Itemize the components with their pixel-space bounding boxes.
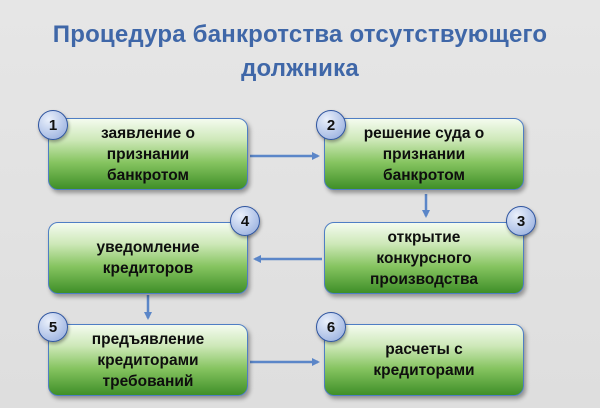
step-text-2: решение суда о признании банкротом [363, 124, 485, 184]
step-text-5: предъявление кредиторами требований [91, 330, 205, 390]
page-title: Процедура банкротства отсутствующего дол… [52, 21, 548, 82]
step-box-3: открытие конкурсного производства [324, 222, 524, 294]
step-number-badge-3: 3 [506, 206, 536, 236]
step-text-4: уведомление кредиторов [96, 239, 200, 277]
step-box-4: уведомление кредиторов [48, 222, 248, 294]
step-box-5: предъявление кредиторами требований [48, 324, 248, 396]
step-box-6: расчеты с кредиторами [324, 324, 524, 396]
step-text-6: расчеты с кредиторами [373, 341, 475, 379]
step-number-badge-4: 4 [230, 206, 260, 236]
step-text-3: открытие конкурсного производства [370, 228, 478, 288]
step-number-badge-6: 6 [316, 312, 346, 342]
step-box-1: заявление о признании банкротом [48, 118, 248, 190]
step-number-badge-2: 2 [316, 110, 346, 140]
step-number-badge-1: 1 [38, 110, 68, 140]
step-box-2: решение суда о признании банкротом [324, 118, 524, 190]
step-text-1: заявление о признании банкротом [100, 124, 196, 184]
step-number-badge-5: 5 [38, 312, 68, 342]
